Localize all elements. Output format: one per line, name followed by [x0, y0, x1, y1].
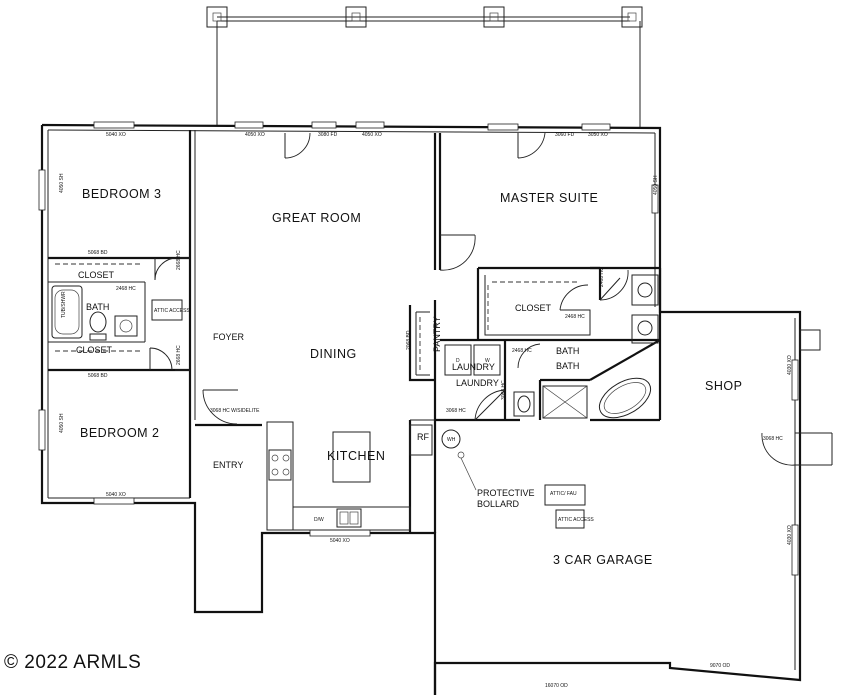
dim-top-window-4: 3050 XO: [588, 132, 608, 138]
closet-shelving: [55, 263, 580, 372]
dim-bed2-bottom: 5040 XO: [106, 492, 126, 498]
dim-garage-door: 16070 OD: [545, 683, 568, 689]
patio-pergola: [206, 6, 643, 128]
windows: [38, 121, 799, 576]
bath-main-label: BATH: [86, 302, 109, 312]
dim-master-closet-door: 2468 HC: [565, 314, 585, 320]
laundry-room-label: LAUNDRY: [456, 378, 499, 388]
refrigerator-label: RF: [417, 432, 429, 442]
closet-bed3-label: CLOSET: [78, 270, 115, 280]
bollard-label-2: BOLLARD: [477, 499, 520, 509]
fixtures: [51, 274, 659, 531]
foyer-label: FOYER: [213, 332, 245, 342]
dim-bed3-side: 4050 SH: [59, 173, 65, 193]
dim-bed2-door: 2668 HC: [176, 345, 182, 365]
dim-shop-side-1: 4030 XO: [787, 355, 793, 375]
master-suite-label: MASTER SUITE: [500, 191, 598, 205]
garage-label: 3 CAR GARAGE: [553, 553, 653, 567]
shop-label: SHOP: [705, 379, 742, 393]
dim-laundry-door: 3068 HC: [446, 408, 466, 414]
dim-bath-door-2: 3068 HC: [501, 380, 507, 400]
dim-closet-bed3-door: 5068 BD: [88, 250, 108, 256]
dim-bath-door: 2468 HC: [116, 286, 136, 292]
dim-laundry-bath-door: 2468 HC: [512, 348, 532, 354]
dim-closet-bed2-door: 5068 BD: [88, 373, 108, 379]
attic-fau-label: ATTIC/ FAU: [550, 491, 577, 497]
entry-label: ENTRY: [213, 460, 243, 470]
dim-shop-door-bottom: 9070 OD: [710, 663, 730, 669]
master-bath-label-2: BATH: [556, 361, 579, 371]
dim-bed2-side: 4050 SH: [59, 413, 65, 433]
dim-top-window-1: 5040 XO: [106, 132, 126, 138]
doors: [149, 132, 833, 466]
interior-walls: [48, 130, 662, 533]
bedroom3-label: BEDROOM 3: [82, 187, 162, 201]
dim-master-side: 4050 SH: [653, 175, 659, 195]
dim-entry-door: 3068 HC W/SIDELITE: [210, 408, 260, 414]
dim-top-window-2: 4050 XO: [245, 132, 265, 138]
bedroom2-label: BEDROOM 2: [80, 426, 160, 440]
dryer-label: D: [456, 358, 460, 364]
dishwasher-label: D/W: [314, 517, 324, 523]
attic-access-1-label: ATTIC ACCESS: [154, 308, 190, 314]
kitchen-label: KITCHEN: [327, 449, 385, 463]
closet-master-label: CLOSET: [515, 303, 552, 313]
dim-top-window-3: 4050 XO: [362, 132, 382, 138]
dim-bed3-door: 2668 HC: [176, 250, 182, 270]
attic-access-2-label: ATTIC ACCESS: [558, 517, 594, 523]
dim-master-tub-door: 2468 HC: [599, 267, 605, 287]
closet-bed2-label: CLOSET: [76, 345, 113, 355]
copyright-text: © 2022 ARMLS: [4, 652, 142, 673]
bollard-label-1: PROTECTIVE: [477, 488, 535, 498]
water-heater-label: WH: [447, 437, 456, 443]
dim-top-door-1: 3080 FD: [318, 132, 338, 138]
pantry-label: PANTRY: [432, 316, 442, 352]
dining-label: DINING: [310, 347, 357, 361]
exterior-walls: [40, 123, 802, 695]
laundry-label: LAUNDRY: [452, 362, 495, 372]
dim-shop-door: 3068 HC: [763, 436, 783, 442]
master-bath-label-1: BATH: [556, 346, 579, 356]
dim-pantry-door: 2068 BD: [406, 330, 412, 350]
tub-shower-label: TUB/SHWR: [61, 291, 67, 318]
washer-label: W: [485, 358, 490, 364]
great-room-label: GREAT ROOM: [272, 211, 361, 225]
dim-shop-side-2: 4030 XO: [787, 525, 793, 545]
dim-top-door-2: 3060 FD: [555, 132, 575, 138]
dim-kitchen-window: 5040 XO: [330, 538, 350, 544]
